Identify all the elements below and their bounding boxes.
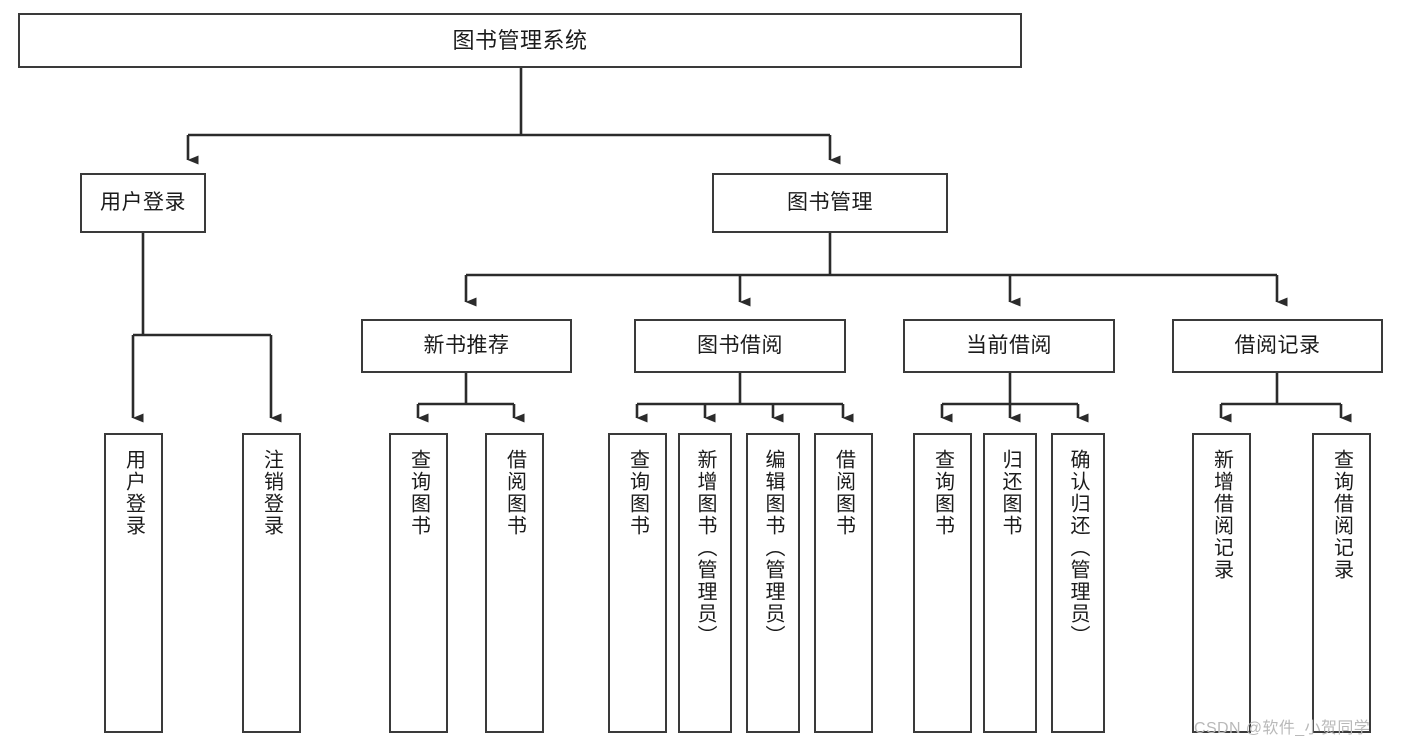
node-label: 查询图书 <box>407 449 430 537</box>
leaf-confirm-return-admin[interactable]: 确认归还（管理员） <box>1051 433 1105 733</box>
node-label: 注销登录 <box>260 449 283 537</box>
leaf-return-books[interactable]: 归还图书 <box>983 433 1037 733</box>
node-book-management[interactable]: 图书管理 <box>712 173 948 233</box>
leaf-borrow-books[interactable]: 借阅图书 <box>814 433 873 733</box>
leaf-query-books-recommend[interactable]: 查询图书 <box>389 433 448 733</box>
node-label: 用户登录 <box>100 190 186 214</box>
node-label: 当前借阅 <box>966 333 1052 357</box>
node-label: 查询图书 <box>626 449 649 537</box>
node-label: 查询借阅记录 <box>1330 449 1353 581</box>
node-label: 新增借阅记录 <box>1210 449 1233 581</box>
node-label: 图书管理 <box>787 190 873 214</box>
node-label: 用户登录 <box>122 449 145 537</box>
node-current-borrowing[interactable]: 当前借阅 <box>903 319 1115 373</box>
node-label: 图书借阅 <box>697 333 783 357</box>
leaf-borrow-books-recommend[interactable]: 借阅图书 <box>485 433 544 733</box>
node-label: 图书管理系统 <box>452 27 588 53</box>
leaf-query-books-borrow[interactable]: 查询图书 <box>608 433 667 733</box>
node-book-borrowing[interactable]: 图书借阅 <box>634 319 846 373</box>
leaf-add-book-admin[interactable]: 新增图书（管理员） <box>678 433 732 733</box>
node-label: 借阅记录 <box>1234 333 1321 357</box>
node-user-login[interactable]: 用户登录 <box>80 173 206 233</box>
node-label: 新增图书（管理员） <box>694 449 716 647</box>
csdn-watermark: CSDN @软件_小贺同学 <box>1194 720 1371 737</box>
leaf-add-borrow-record[interactable]: 新增借阅记录 <box>1192 433 1251 733</box>
node-label: 新书推荐 <box>423 333 510 357</box>
leaf-query-books-current[interactable]: 查询图书 <box>913 433 972 733</box>
leaf-logout[interactable]: 注销登录 <box>242 433 301 733</box>
node-label: 借阅图书 <box>832 449 855 537</box>
node-root-book-management-system[interactable]: 图书管理系统 <box>18 13 1022 68</box>
node-label: 确认归还（管理员） <box>1067 449 1089 647</box>
node-label: 查询图书 <box>931 449 954 537</box>
node-label: 编辑图书（管理员） <box>762 449 784 647</box>
node-label: 借阅图书 <box>503 449 526 537</box>
node-borrowing-records[interactable]: 借阅记录 <box>1172 319 1383 373</box>
node-new-book-recommendation[interactable]: 新书推荐 <box>361 319 572 373</box>
leaf-query-borrow-record[interactable]: 查询借阅记录 <box>1312 433 1371 733</box>
node-label: 归还图书 <box>999 449 1021 537</box>
leaf-edit-book-admin[interactable]: 编辑图书（管理员） <box>746 433 800 733</box>
leaf-user-login[interactable]: 用户登录 <box>104 433 163 733</box>
